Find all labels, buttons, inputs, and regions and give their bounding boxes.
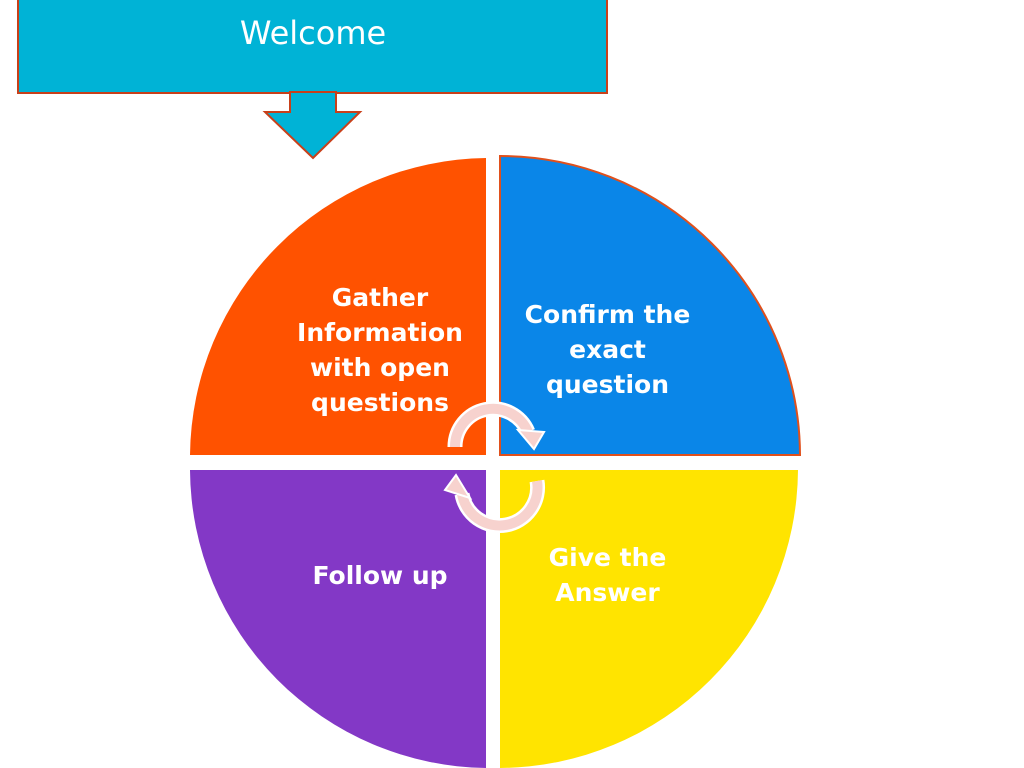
quadrant-confirm (499, 154, 802, 456)
welcome-title: Welcome (239, 14, 387, 52)
quadrant-label-answer: Give the Answer (548, 543, 667, 607)
quadrant-label-confirm: Confirm the exact question (524, 300, 691, 399)
cycle-arrow-bottom-icon (443, 473, 546, 534)
quadrant-label-follow-up: Follow up (312, 561, 448, 590)
quadrant-label-gather: Gather Information with open questions (297, 283, 463, 417)
quadrant-answer (500, 470, 798, 768)
cycle-arrow-top-icon (447, 401, 546, 451)
welcome-banner (17, 0, 608, 94)
quadrant-follow-up (190, 470, 486, 768)
quadrant-gather (190, 158, 486, 455)
down-arrow (262, 91, 363, 160)
